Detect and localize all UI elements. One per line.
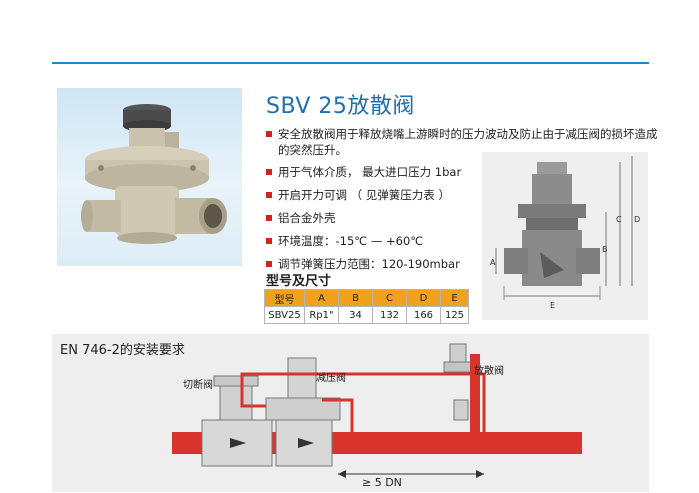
main-pipe bbox=[172, 432, 582, 454]
table-header-cell: B bbox=[338, 289, 373, 307]
spec-table: 型号 A B C D E SBV25 Rp1" 34 132 166 125 bbox=[264, 289, 469, 324]
table-header-cell: 型号 bbox=[264, 289, 305, 307]
table-cell: 125 bbox=[440, 306, 469, 324]
page-title: SBV 25放散阀 bbox=[266, 94, 415, 119]
table-cell: 34 bbox=[338, 306, 373, 324]
valve-neck bbox=[129, 128, 165, 150]
feature-item: 安全放散阀用于释放烧嘴上游瞬时的压力波动及防止由于减压阀的损坏造成的突然压升。 bbox=[266, 126, 661, 158]
bullet-icon bbox=[266, 238, 272, 244]
table-cell: SBV25 bbox=[264, 306, 305, 324]
dim-label-a: A bbox=[490, 258, 496, 267]
table-header-row: 型号 A B C D E bbox=[264, 289, 469, 307]
bullet-icon bbox=[266, 169, 272, 175]
impulse-line bbox=[240, 372, 486, 432]
product-photo bbox=[57, 88, 242, 266]
dimension-diagram: A B C D E bbox=[490, 156, 640, 310]
feature-item: 铝合金外壳 bbox=[266, 210, 666, 226]
bullet-icon bbox=[266, 192, 272, 198]
table-row: SBV25 Rp1" 34 132 166 125 bbox=[264, 306, 469, 324]
table-cell: Rp1" bbox=[304, 306, 339, 324]
feature-item: 调节弹簧压力范围：120-190mbar bbox=[266, 256, 666, 272]
spec-table-title: 型号及尺寸 bbox=[266, 274, 332, 289]
installation-diagram bbox=[172, 343, 582, 478]
feature-item: 用于气体介质， 最大进口压力 1bar bbox=[266, 164, 666, 180]
label-relief-valve: 放散阀 bbox=[474, 366, 504, 377]
feature-item: 开启开力可调 （ 见弹簧压力表 ） bbox=[266, 187, 666, 203]
regulator-top bbox=[287, 357, 317, 399]
feature-item: 环境温度：-15℃ — +60℃ bbox=[266, 233, 666, 249]
table-header-cell: E bbox=[440, 289, 469, 307]
top-divider bbox=[52, 62, 649, 64]
label-regulator: 减压阀 bbox=[316, 373, 346, 384]
bullet-icon bbox=[266, 131, 272, 137]
dim-label-d: D bbox=[634, 215, 640, 224]
table-cell: 166 bbox=[406, 306, 441, 324]
relief-valve bbox=[449, 343, 467, 365]
valve-body bbox=[115, 186, 179, 236]
table-header-cell: D bbox=[406, 289, 441, 307]
table-header-cell: A bbox=[304, 289, 339, 307]
label-distance: ≥ 5 DN bbox=[362, 476, 402, 489]
dim-label-c: C bbox=[616, 215, 622, 224]
dim-label-e: E bbox=[550, 301, 555, 310]
dim-label-b: B bbox=[602, 245, 608, 254]
feature-list: 安全放散阀用于释放烧嘴上游瞬时的压力波动及防止由于减压阀的损坏造成的突然压升。 … bbox=[266, 126, 666, 279]
dimension-drawing: A B C D E bbox=[482, 152, 648, 320]
bullet-icon bbox=[266, 261, 272, 267]
valve-product-image bbox=[81, 104, 227, 244]
installation-section bbox=[52, 334, 649, 492]
installation-title: EN 746-2的安装要求 bbox=[60, 343, 185, 358]
table-header-cell: C bbox=[372, 289, 407, 307]
bullet-icon bbox=[266, 215, 272, 221]
label-shutoff-valve: 切断阀 bbox=[183, 380, 213, 391]
table-cell: 132 bbox=[372, 306, 407, 324]
